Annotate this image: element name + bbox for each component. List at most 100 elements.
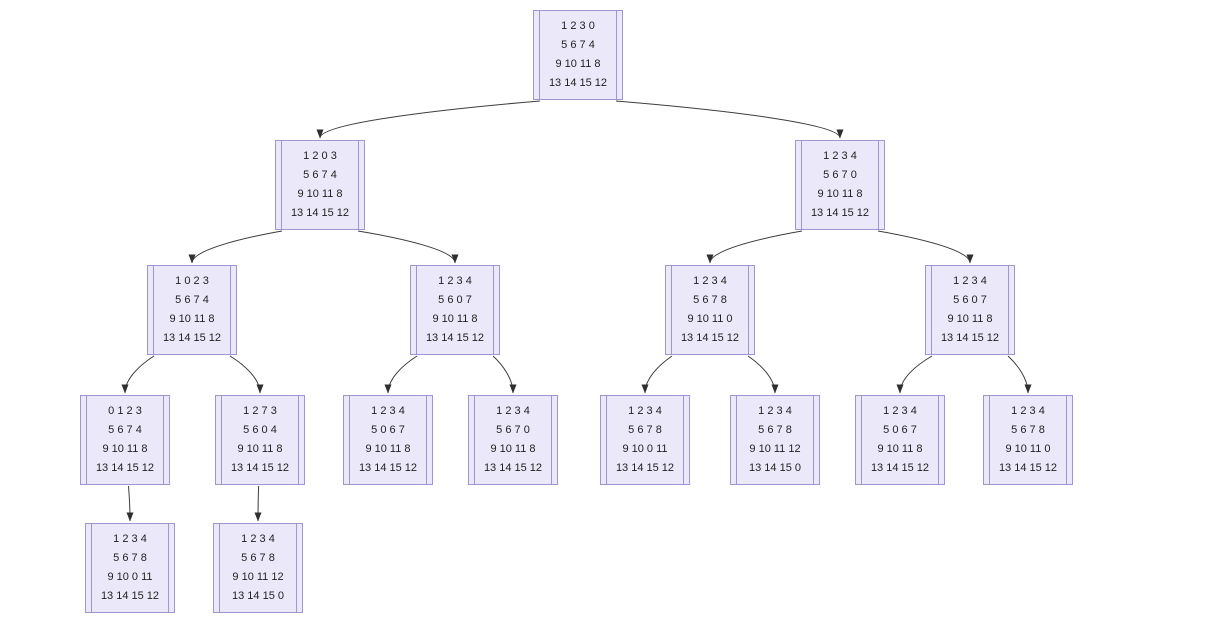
- grid-row: 5 6 0 4: [243, 424, 277, 436]
- grid-row: 5 6 7 8: [693, 294, 727, 306]
- grid-row: 0 1 2 3: [108, 405, 142, 417]
- grid-row: 1 2 0 3: [303, 150, 337, 162]
- grid-row: 5 6 7 8: [1011, 424, 1045, 436]
- grid-row: 13 14 15 12: [870, 462, 930, 474]
- edge-n3a-n4a: [121, 355, 155, 394]
- puzzle-node-n4g: 1 2 3 4 5 0 6 7 9 10 11 8 13 14 15 12: [855, 395, 945, 485]
- edge-n3d-n4g: [896, 355, 933, 394]
- grid-row: 9 10 11 8: [555, 58, 601, 70]
- grid-row: 9 10 11 8: [490, 443, 536, 455]
- grid-row: 9 10 0 11: [107, 571, 153, 583]
- grid-row: 13 14 15 12: [290, 207, 350, 219]
- grid-row: 9 10 11 8: [297, 188, 343, 200]
- grid-row: 9 10 11 12: [749, 443, 801, 455]
- grid-row: 13 14 15 12: [548, 77, 608, 89]
- grid-row: 1 2 3 4: [241, 533, 275, 545]
- grid-row: 13 14 15 0: [232, 590, 284, 602]
- grid-row: 1 2 7 3: [243, 405, 277, 417]
- grid-row: 13 14 15 12: [615, 462, 675, 474]
- grid-row: 1 2 3 4: [438, 275, 472, 287]
- puzzle-node-n3a: 1 0 2 3 5 6 7 4 9 10 11 8 13 14 15 12: [147, 265, 237, 355]
- puzzle-node-n4h: 1 2 3 4 5 6 7 8 9 10 11 0 13 14 15 12: [983, 395, 1073, 485]
- grid-row: 5 6 7 8: [758, 424, 792, 436]
- grid-row: 9 10 11 8: [169, 313, 215, 325]
- grid-row: 1 2 3 4: [113, 533, 147, 545]
- edge-n2l-n3b: [357, 230, 459, 264]
- edge-n2r-n3d: [877, 230, 974, 264]
- puzzle-node-n2l: 1 2 0 3 5 6 7 4 9 10 11 8 13 14 15 12: [275, 140, 365, 230]
- puzzle-node-n3c: 1 2 3 4 5 6 7 8 9 10 11 0 13 14 15 12: [665, 265, 755, 355]
- puzzle-node-n4e: 1 2 3 4 5 6 7 8 9 10 0 11 13 14 15 12: [600, 395, 690, 485]
- puzzle-node-n5b: 1 2 3 4 5 6 7 8 9 10 11 12 13 14 15 0: [213, 523, 303, 613]
- grid-row: 13 14 15 12: [998, 462, 1058, 474]
- grid-row: 9 10 11 0: [1005, 443, 1051, 455]
- edge-n3a-n4b: [229, 355, 264, 394]
- grid-row: 5 6 7 8: [113, 552, 147, 564]
- grid-row: 13 14 15 12: [230, 462, 290, 474]
- grid-row: 1 2 3 4: [371, 405, 405, 417]
- grid-row: 13 14 15 12: [810, 207, 870, 219]
- grid-row: 5 6 0 7: [953, 294, 987, 306]
- grid-row: 1 2 3 4: [758, 405, 792, 417]
- grid-row: 9 10 11 8: [817, 188, 863, 200]
- grid-row: 13 14 15 12: [680, 332, 740, 344]
- grid-row: 1 2 3 4: [823, 150, 857, 162]
- grid-row: 9 10 0 11: [622, 443, 668, 455]
- puzzle-node-n3d: 1 2 3 4 5 6 0 7 9 10 11 8 13 14 15 12: [925, 265, 1015, 355]
- grid-row: 13 14 15 12: [162, 332, 222, 344]
- grid-row: 1 2 3 4: [1011, 405, 1045, 417]
- grid-row: 5 6 7 4: [175, 294, 209, 306]
- grid-row: 5 6 7 0: [823, 169, 857, 181]
- grid-row: 5 6 7 4: [561, 39, 595, 51]
- grid-row: 13 14 15 12: [425, 332, 485, 344]
- puzzle-node-n4b: 1 2 7 3 5 6 0 4 9 10 11 8 13 14 15 12: [215, 395, 305, 485]
- puzzle-node-n2r: 1 2 3 4 5 6 7 0 9 10 11 8 13 14 15 12: [795, 140, 885, 230]
- grid-row: 5 6 7 8: [241, 552, 275, 564]
- puzzle-node-n5a: 1 2 3 4 5 6 7 8 9 10 0 11 13 14 15 12: [85, 523, 175, 613]
- grid-row: 9 10 11 8: [365, 443, 411, 455]
- grid-row: 9 10 11 8: [102, 443, 148, 455]
- edge-n3c-n4e: [641, 355, 673, 394]
- grid-row: 13 14 15 12: [940, 332, 1000, 344]
- grid-row: 1 2 3 4: [953, 275, 987, 287]
- edge-n4b-n5b: [254, 485, 262, 522]
- grid-row: 5 6 7 0: [496, 424, 530, 436]
- grid-row: 13 14 15 12: [358, 462, 418, 474]
- grid-row: 1 2 3 4: [693, 275, 727, 287]
- edge-root-n2l: [316, 100, 541, 139]
- edge-n4a-n5a: [126, 485, 134, 522]
- grid-row: 5 6 7 8: [628, 424, 662, 436]
- grid-row: 1 0 2 3: [175, 275, 209, 287]
- edge-n2r-n3c: [706, 230, 803, 264]
- grid-row: 9 10 11 0: [687, 313, 733, 325]
- grid-row: 5 0 6 7: [883, 424, 917, 436]
- grid-row: 1 2 3 4: [883, 405, 917, 417]
- edge-n2l-n3a: [188, 230, 283, 264]
- grid-row: 1 2 3 0: [561, 20, 595, 32]
- grid-row: 13 14 15 12: [95, 462, 155, 474]
- puzzle-node-n3b: 1 2 3 4 5 6 0 7 9 10 11 8 13 14 15 12: [410, 265, 500, 355]
- grid-row: 5 6 7 4: [303, 169, 337, 181]
- puzzle-node-n4f: 1 2 3 4 5 6 7 8 9 10 11 12 13 14 15 0: [730, 395, 820, 485]
- grid-row: 13 14 15 12: [100, 590, 160, 602]
- grid-row: 5 0 6 7: [371, 424, 405, 436]
- grid-row: 5 6 7 4: [108, 424, 142, 436]
- puzzle-node-n4a: 0 1 2 3 5 6 7 4 9 10 11 8 13 14 15 12: [80, 395, 170, 485]
- grid-row: 9 10 11 8: [947, 313, 993, 325]
- grid-row: 9 10 11 8: [237, 443, 283, 455]
- grid-row: 5 6 0 7: [438, 294, 472, 306]
- grid-row: 9 10 11 8: [877, 443, 923, 455]
- edge-n3b-n4c: [384, 355, 418, 394]
- edge-n3c-n4f: [747, 355, 779, 394]
- edge-n3d-n4h: [1007, 355, 1032, 394]
- grid-row: 9 10 11 8: [432, 313, 478, 325]
- grid-row: 1 2 3 4: [496, 405, 530, 417]
- grid-row: 9 10 11 12: [232, 571, 284, 583]
- grid-row: 13 14 15 0: [749, 462, 801, 474]
- puzzle-node-root: 1 2 3 0 5 6 7 4 9 10 11 8 13 14 15 12: [533, 10, 623, 100]
- grid-row: 1 2 3 4: [628, 405, 662, 417]
- edge-n3b-n4d: [492, 355, 517, 394]
- puzzle-node-n4c: 1 2 3 4 5 0 6 7 9 10 11 8 13 14 15 12: [343, 395, 433, 485]
